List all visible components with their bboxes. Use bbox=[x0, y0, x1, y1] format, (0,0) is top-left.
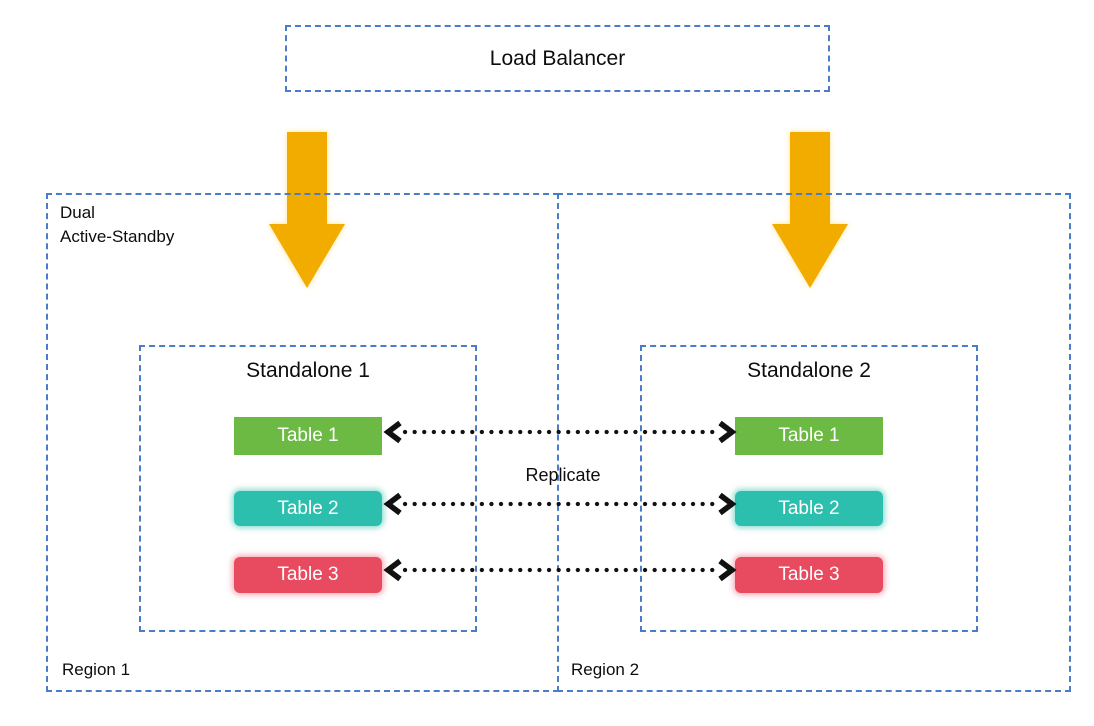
table-chip: Table 1 bbox=[234, 417, 382, 455]
standalone-2-title: Standalone 2 bbox=[747, 359, 871, 382]
replicate-arrow-icon bbox=[383, 558, 737, 582]
table-chip: Table 2 bbox=[735, 491, 883, 526]
region-2-box: Region 2 Standalone 2 Table 1 Table 2 Ta… bbox=[557, 193, 1071, 692]
table-chip: Table 3 bbox=[735, 557, 883, 593]
down-arrow-icon bbox=[265, 130, 349, 292]
table-chip: Table 1 bbox=[735, 417, 883, 455]
down-arrow-icon bbox=[768, 130, 852, 292]
replicate-arrow-icon bbox=[383, 492, 737, 516]
table-chip-label: Table 3 bbox=[778, 564, 840, 585]
table-chip-label: Table 1 bbox=[277, 425, 339, 446]
table-chip-label: Table 1 bbox=[778, 425, 840, 446]
replicate-arrow-icon bbox=[383, 420, 737, 444]
region-1-box: Dual Active-Standby Region 1 Standalone … bbox=[46, 193, 559, 692]
standalone-2-box: Standalone 2 Table 1 Table 2 Table 3 bbox=[640, 345, 978, 632]
load-balancer-label: Load Balancer bbox=[489, 46, 626, 70]
region-2-label: Region 2 bbox=[571, 660, 640, 679]
table-chip-label: Table 2 bbox=[778, 497, 840, 519]
table-chip: Table 3 bbox=[234, 557, 382, 593]
table-chip-label: Table 2 bbox=[277, 497, 339, 519]
region-1-label: Region 1 bbox=[62, 660, 131, 679]
replicate-label: Replicate bbox=[525, 465, 601, 485]
load-balancer-box: Load Balancer bbox=[285, 25, 830, 92]
standalone-1-box: Standalone 1 Table 1 Table 2 Table 3 bbox=[139, 345, 477, 632]
mode-label: Dual Active-Standby bbox=[60, 203, 175, 246]
table-chip: Table 2 bbox=[234, 491, 382, 526]
table-chip-label: Table 3 bbox=[277, 564, 339, 585]
standalone-1-title: Standalone 1 bbox=[246, 359, 370, 382]
